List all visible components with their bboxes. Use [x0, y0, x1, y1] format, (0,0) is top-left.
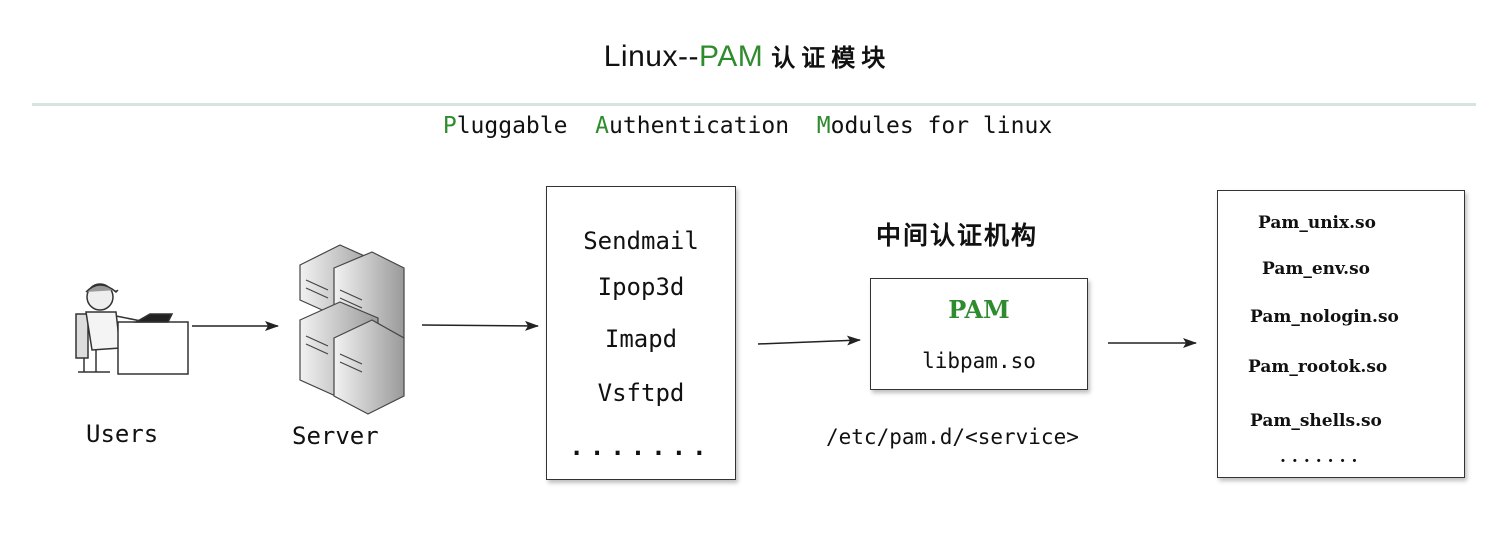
service-item-more: ....... — [569, 433, 713, 461]
module-item-unix: Pam_unix.so — [1258, 213, 1376, 233]
pam-box: PAM libpam.so — [870, 278, 1088, 390]
service-item-imapd: Imapd — [604, 325, 678, 353]
service-item-vsftpd: Vsftpd — [597, 379, 685, 407]
user-at-desk-icon — [75, 283, 189, 375]
arrow-services-to-pam — [757, 335, 861, 346]
subtitle: Pluggable Authentication Modules for lin… — [0, 113, 1495, 139]
pam-title: PAM — [948, 295, 1010, 324]
arrow-server-to-services — [421, 320, 539, 331]
module-item-shells: Pam_shells.so — [1250, 411, 1382, 431]
subtitle-cap-m: M — [816, 113, 831, 139]
modules-box: Pam_unix.so Pam_env.so Pam_nologin.so Pa… — [1217, 190, 1465, 478]
title-prefix: Linux-- — [603, 40, 699, 73]
subtitle-cap-p: P — [442, 113, 457, 139]
service-item-sendmail: Sendmail — [583, 227, 699, 255]
module-item-rootok: Pam_rootok.so — [1248, 357, 1388, 377]
pam-lib: libpam.so — [922, 349, 1036, 373]
module-item-env: Pam_env.so — [1262, 259, 1371, 279]
subtitle-word-1: luggable — [456, 113, 568, 139]
subtitle-word-3: odules for linux — [830, 113, 1053, 139]
diagram-title: Linux--PAM 认证模块 — [0, 38, 1495, 74]
subtitle-word-2: uthentication — [609, 113, 790, 139]
service-item-ipop3d: Ipop3d — [597, 273, 685, 301]
server-label: Server — [292, 422, 379, 450]
title-suffix: 认证模块 — [771, 45, 892, 72]
subtitle-cap-a: A — [595, 113, 610, 139]
services-box: Sendmail Ipop3d Imapd Vsftpd ....... — [546, 186, 736, 480]
config-path: /etc/pam.d/<service> — [826, 425, 1079, 449]
title-divider — [32, 103, 1476, 106]
module-item-more: ....... — [1280, 447, 1364, 467]
users-label: Users — [86, 420, 159, 448]
auth-title: 中间认证机构 — [876, 221, 1039, 250]
server-icon — [299, 244, 405, 415]
title-highlight: PAM — [698, 40, 764, 73]
module-item-nologin: Pam_nologin.so — [1250, 307, 1399, 327]
